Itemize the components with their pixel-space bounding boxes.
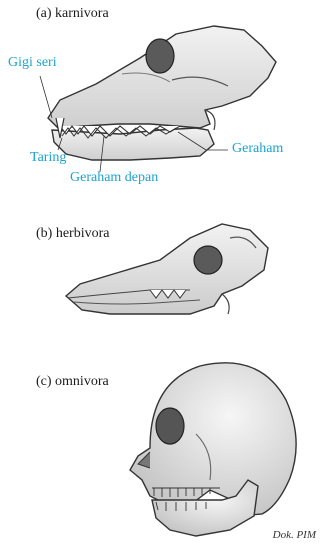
panel-carnivore: (a) karnivora Gigi seri Taring Geraham d	[0, 0, 324, 190]
omnivore-skull-icon	[0, 330, 324, 547]
herbivore-skull-icon	[0, 190, 324, 330]
panel-herbivore: (b) herbivora	[0, 190, 324, 330]
callout-premolar: Geraham depan	[70, 170, 158, 186]
callout-molar: Geraham	[232, 141, 283, 157]
callout-incisor: Gigi seri	[8, 55, 57, 71]
image-credit: Dok. PIM	[273, 529, 316, 541]
panel-omnivore: (c) omnivora Dok. PIM	[0, 330, 324, 547]
callout-canine: Taring	[30, 150, 66, 166]
